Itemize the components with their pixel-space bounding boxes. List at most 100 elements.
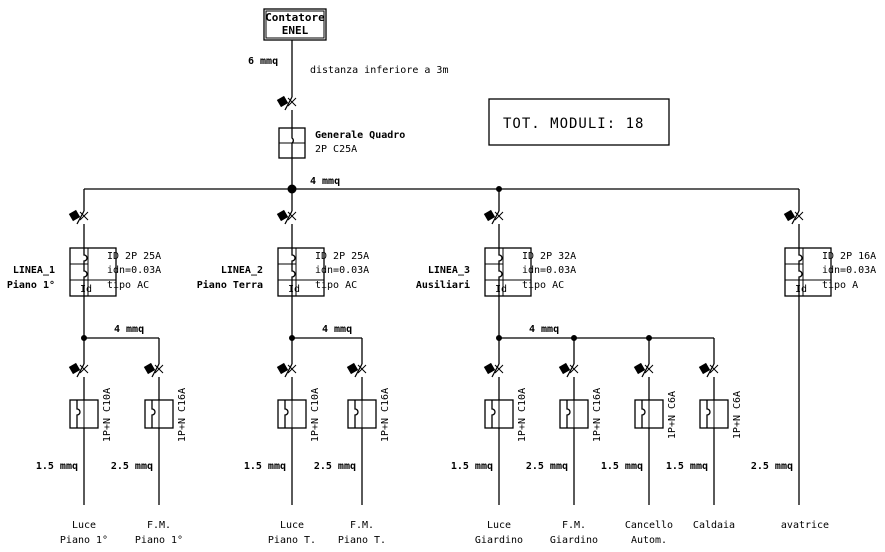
generale-name: Generale Quadro <box>315 130 405 141</box>
branch-section-label: 1.5 mmq <box>244 461 286 472</box>
load-location-label: Giardino <box>475 535 523 546</box>
differential-symbol-icon <box>498 248 503 296</box>
branch-breaker-rating: 1P+N C16A <box>177 388 188 442</box>
line-switch <box>68 209 89 229</box>
line-rating: ID 2P 25A <box>107 251 161 262</box>
switch-cross-icon <box>287 211 297 221</box>
differential-symbol-icon <box>83 248 88 296</box>
line-location: Piano Terra <box>197 279 263 291</box>
differential-module: Id <box>277 247 325 297</box>
switch-cross-icon <box>79 211 89 221</box>
differential-symbol-icon <box>798 248 803 296</box>
line-idn: idn=0.03A <box>107 265 161 276</box>
id-glyph-icon: Id <box>288 284 300 295</box>
load-location-label: Piano T. <box>268 535 316 546</box>
id-glyph-icon: Id <box>795 284 807 295</box>
branch-breaker-rating: 1P+N C16A <box>592 388 603 442</box>
switch-actuator-icon <box>276 209 289 222</box>
load-label: F.M. <box>147 520 171 531</box>
switch-cross-icon <box>569 364 579 374</box>
line-name: LINEA_1 <box>13 265 55 276</box>
branch-section-label: 1.5 mmq <box>36 461 78 472</box>
differential-module: Id <box>69 247 117 297</box>
switch-contact <box>284 210 293 225</box>
switch-actuator-icon <box>483 362 496 375</box>
load-label: F.M. <box>350 520 374 531</box>
id-glyph-icon: Id <box>80 284 92 295</box>
branch-section-label: 2.5 mmq <box>314 461 356 472</box>
line-type: tipo A <box>822 280 858 291</box>
load-location-label: Piano 1° <box>60 535 108 546</box>
load-label: Caldaia <box>693 520 735 531</box>
load-location-label: Piano 1° <box>135 535 183 546</box>
branch-switch <box>698 362 719 382</box>
switch-actuator-icon <box>68 209 81 222</box>
lines-layer: Id ID 2P 25A idn=0.03A tipo AC LINEA_1Piano … <box>7 189 876 546</box>
switch-contact <box>354 363 363 378</box>
sub-section-label: 4 mmq <box>114 324 144 335</box>
breaker-symbol-icon <box>151 400 156 428</box>
line-idn: idn=0.03A <box>822 265 876 276</box>
switch-cross-icon <box>494 211 504 221</box>
breaker-symbol-icon <box>566 400 571 428</box>
switch-cross-icon <box>79 364 89 374</box>
breaker-symbol-icon <box>354 400 359 428</box>
line-location: Piano 1° <box>7 279 55 291</box>
sub-section-label: 4 mmq <box>322 324 352 335</box>
breaker-symbol-icon <box>284 400 289 428</box>
breaker-symbol-icon <box>641 400 646 428</box>
line-type: tipo AC <box>315 280 357 291</box>
line-idn: idn=0.03A <box>522 265 576 276</box>
load-location-label: Autom. <box>631 535 667 546</box>
switch-contact <box>491 210 500 225</box>
main-switch-contact <box>284 96 293 111</box>
line-rating: ID 2P 25A <box>315 251 369 262</box>
switch-cross-icon <box>644 364 654 374</box>
switch-contact <box>566 363 575 378</box>
load-label: avatrice <box>781 520 829 531</box>
switch-cross-icon <box>494 364 504 374</box>
switch-contact <box>76 363 85 378</box>
switch-contact <box>76 210 85 225</box>
breaker-symbol-icon <box>706 400 711 428</box>
switch-contact <box>284 363 293 378</box>
bus-section-label: 4 mmq <box>310 176 340 187</box>
switch-actuator-icon <box>276 362 289 375</box>
contatore-enel-label: ENEL <box>282 24 309 37</box>
switch-cross-icon <box>794 211 804 221</box>
totale-moduli-label: TOT. MODULI: 18 <box>503 116 644 132</box>
branch-switch <box>143 362 164 382</box>
differential-module: Id <box>784 247 832 297</box>
switch-actuator-icon <box>483 209 496 222</box>
line-name: LINEA_3 <box>428 265 470 276</box>
load-label: F.M. <box>562 520 586 531</box>
generale-quadro: Generale Quadro 2P C25A <box>276 95 405 189</box>
branch-breaker-rating: 1P+N C10A <box>310 388 321 442</box>
breaker-symbol-icon <box>76 400 81 428</box>
breaker-symbol-icon <box>491 400 496 428</box>
branch-switch <box>633 362 654 382</box>
branch-switch <box>68 362 89 382</box>
branch-section-label: 1.5 mmq <box>451 461 493 472</box>
sub-section-label: 4 mmq <box>529 324 559 335</box>
branch-breaker-rating: 1P+N C10A <box>517 388 528 442</box>
branch-section-label: 2.5 mmq <box>526 461 568 472</box>
branch-switch <box>276 362 297 382</box>
differential-module: Id <box>484 247 532 297</box>
branch-breaker-rating: 1P+N C10A <box>102 388 113 442</box>
line-location: Ausiliari <box>416 279 470 291</box>
switch-contact <box>491 363 500 378</box>
branch-section-label: 2.5 mmq <box>111 461 153 472</box>
switch-actuator-icon <box>633 362 646 375</box>
branch-section-label: 1.5 mmq <box>601 461 643 472</box>
line-switch <box>276 209 297 229</box>
line-rating: ID 2P 32A <box>522 251 576 262</box>
line-name: LINEA_2 <box>221 265 263 276</box>
branch-switch <box>558 362 579 382</box>
distance-note: distanza inferiore a 3m <box>310 65 448 76</box>
